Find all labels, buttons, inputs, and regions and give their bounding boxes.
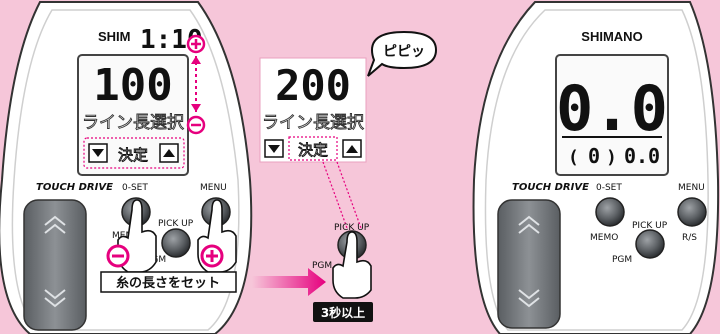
- right-lcd-screen: [555, 54, 669, 176]
- right-sub-bracket: (: [568, 147, 579, 168]
- left-brand: SHIM: [98, 29, 131, 44]
- middle-pickup-label: PICK UP: [334, 223, 370, 233]
- left-pickup-label: PICK UP: [158, 219, 194, 229]
- left-menu-label: ライン長選択: [82, 113, 184, 133]
- right-oset-label: 0-SET: [596, 183, 622, 193]
- middle-up-button[interactable]: [342, 139, 362, 158]
- middle-down-button[interactable]: [264, 139, 284, 158]
- right-oset-button[interactable]: [595, 197, 625, 227]
- right-pgm-label: PGM: [612, 255, 632, 265]
- left-reel-counter: SHIM 1:10 100 ライン長選択 決定 TOUCH DRIVE: [0, 1, 253, 334]
- middle-confirm-label[interactable]: 決定: [298, 141, 329, 160]
- up-triangle-icon: [346, 145, 358, 153]
- chevron-down-icon: [518, 289, 540, 308]
- minus-badge-icon: [106, 244, 130, 268]
- hold-duration-label: 3秒以上: [321, 305, 365, 320]
- plus-indicator-icon: [186, 34, 206, 54]
- right-sub-right: 0.0: [624, 144, 660, 168]
- left-oset-label: 0-SET: [122, 183, 148, 193]
- middle-step: 200 ライン長選択 決定 ピピッ PICK UP PGM 3秒以上: [259, 30, 438, 322]
- left-scroll-pad[interactable]: [23, 199, 87, 331]
- right-sub-bracket-close: ): [606, 147, 617, 168]
- middle-pgm-label: PGM: [312, 261, 332, 271]
- right-pickup-label: PICK UP: [632, 221, 668, 231]
- beep-speech-bubble: ピピッ: [367, 30, 438, 77]
- flow-arrow-icon: [252, 268, 326, 296]
- left-memo-label: MEMO: [112, 231, 140, 241]
- left-down-button[interactable]: [88, 143, 108, 163]
- right-memo-label: MEMO: [590, 233, 618, 243]
- beep-text: ピピッ: [383, 44, 425, 60]
- right-rs-label: R/S: [682, 233, 697, 243]
- up-triangle-icon: [163, 149, 175, 157]
- hand-pointer-icon: [332, 231, 372, 299]
- middle-menu-label: ライン長選択: [262, 113, 364, 133]
- left-touch-drive-logo: TOUCH DRIVE: [36, 182, 113, 193]
- right-reel-counter: SHIMANO 0.0 ( 0 ) 0.0 TOUCH DRIVE 0-SET …: [472, 0, 720, 334]
- chevron-up-icon: [44, 215, 66, 234]
- middle-main-value: 200: [275, 61, 351, 110]
- plus-badge-icon: [200, 244, 224, 268]
- right-pickup-button[interactable]: [635, 229, 665, 259]
- right-scroll-pad[interactable]: [497, 199, 561, 329]
- left-up-button[interactable]: [159, 143, 179, 163]
- chevron-up-icon: [518, 215, 540, 234]
- right-brand: SHIMANO: [581, 29, 642, 44]
- right-menu-label: MENU: [678, 183, 705, 193]
- left-confirm-label[interactable]: 決定: [118, 146, 149, 165]
- left-main-value: 100: [93, 60, 172, 111]
- right-menu-button[interactable]: [677, 197, 707, 227]
- left-caption: 糸の長さをセット: [116, 275, 220, 291]
- left-menu-btn-label: MENU: [200, 183, 227, 193]
- down-triangle-icon: [268, 145, 280, 153]
- chevron-down-icon: [44, 289, 66, 308]
- right-touch-drive-logo: TOUCH DRIVE: [512, 182, 589, 193]
- right-main-value: 0.0: [556, 72, 668, 145]
- down-triangle-icon: [92, 149, 104, 157]
- left-pickup-button[interactable]: [161, 228, 191, 258]
- right-sub-left: 0: [588, 144, 600, 168]
- minus-indicator-icon: [186, 115, 206, 135]
